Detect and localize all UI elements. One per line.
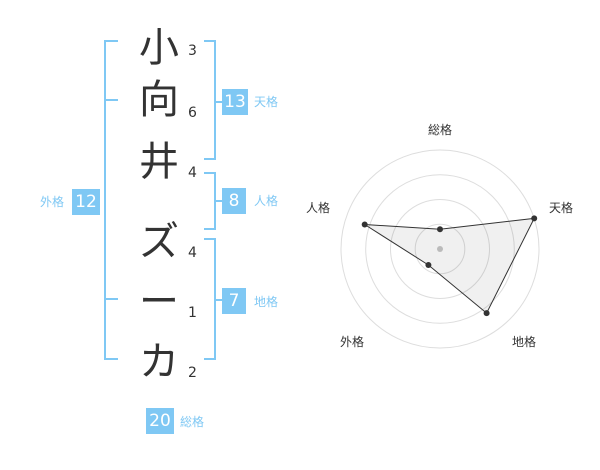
radar-center-point — [437, 246, 443, 252]
radar-ring — [414, 223, 466, 275]
name-char-2: 向 — [139, 77, 179, 123]
radar-ring — [390, 199, 490, 299]
tenkaku-badge: 13 — [222, 89, 248, 115]
radar-point — [361, 221, 368, 228]
radar-axis-label-tenkaku: 天格 — [549, 201, 574, 215]
stroke-count-6: 2 — [188, 365, 197, 381]
name-char-3: 井 — [139, 139, 179, 185]
gaikaku-badge: 12 — [72, 189, 100, 215]
stroke-count-1: 3 — [188, 43, 197, 59]
jinkaku-label: 人格 — [254, 194, 279, 208]
soukaku-badge: 20 — [146, 408, 174, 434]
radar-points — [361, 215, 538, 317]
radar-point — [483, 310, 490, 317]
stroke-count-5: 1 — [188, 305, 197, 321]
name-char-5: ー — [139, 279, 179, 325]
soukaku-label: 総格 — [180, 415, 205, 429]
chikaku-badge: 7 — [222, 288, 246, 314]
radar-axis-label-jinkaku: 人格 — [306, 201, 331, 215]
radar-series-polygon — [364, 217, 536, 314]
stroke-count-2: 6 — [188, 105, 197, 121]
radar-axis-label-gaikaku: 外格 — [340, 335, 365, 349]
name-char-4: ズ — [139, 219, 179, 265]
radar-point — [531, 215, 538, 222]
tenkaku-label: 天格 — [254, 95, 279, 109]
radar-point — [437, 226, 443, 233]
stroke-count-3: 4 — [188, 165, 197, 181]
name-char-1: 小 — [139, 25, 179, 71]
jinkaku-badge: 8 — [222, 188, 246, 214]
radar-axis-label-soukaku: 総格 — [428, 123, 453, 137]
radar-ring — [365, 174, 515, 324]
radar-axis-label-chikaku: 地格 — [512, 335, 537, 349]
stroke-count-4: 4 — [188, 245, 197, 261]
chikaku-label: 地格 — [254, 295, 279, 309]
radar-ring — [340, 149, 540, 349]
gaikaku-label: 外格 — [40, 195, 65, 209]
name-char-6: カ — [139, 339, 179, 385]
radar-rings — [340, 149, 540, 349]
radar-point — [425, 262, 432, 268]
